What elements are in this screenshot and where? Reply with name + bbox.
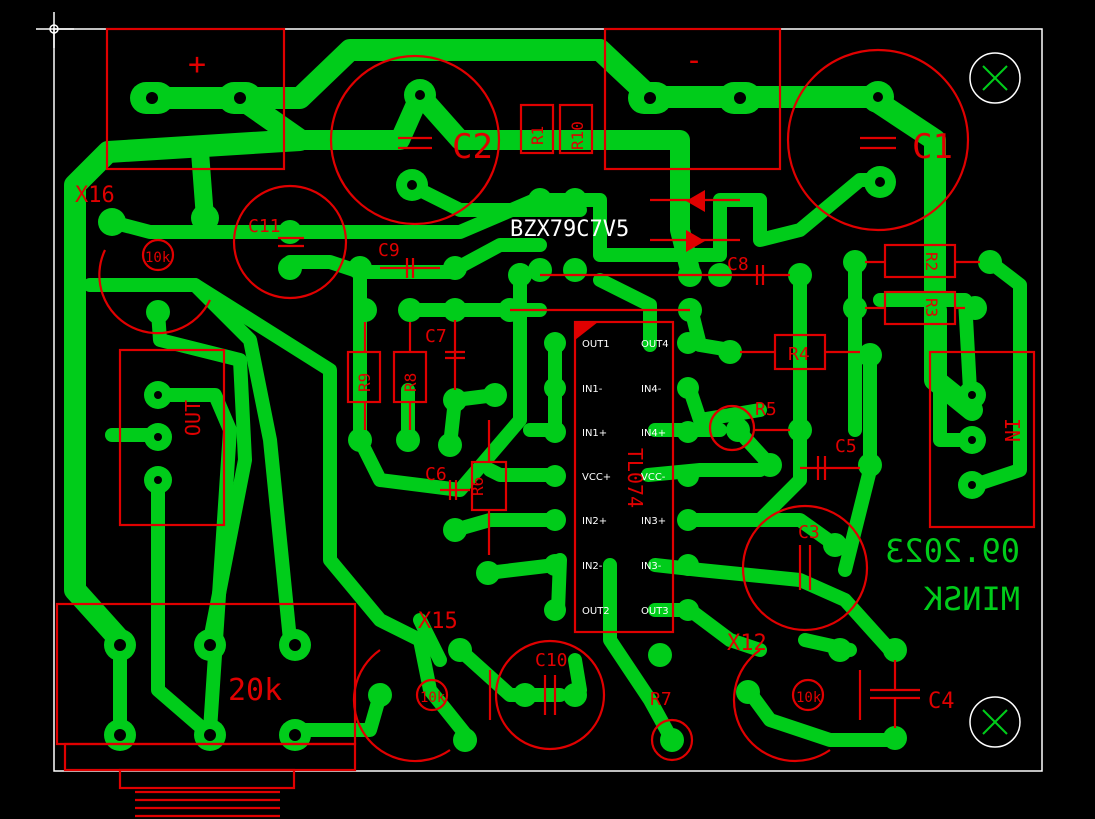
label-r9: R9 — [355, 373, 374, 392]
label-c9: C9 — [378, 240, 400, 261]
label-in: IN — [1000, 418, 1024, 442]
c1-outline — [786, 48, 970, 232]
label-x12: X12 — [727, 631, 767, 656]
pin-label-right-1: OUT4 — [641, 339, 669, 350]
label-r2: R2 — [922, 252, 941, 271]
pin-label-left-5: IN2+ — [582, 516, 607, 527]
label-c3: C3 — [798, 522, 820, 543]
label-c10: C10 — [535, 650, 568, 671]
label-c8: C8 — [727, 254, 749, 275]
label-out: OUT — [181, 400, 205, 436]
pin-label-right-5: IN3+ — [641, 516, 666, 527]
mounting-hole-top-cross — [982, 65, 1008, 91]
mounting-hole-bottom-cross — [982, 709, 1008, 735]
pin-label-right-6: IN3- — [641, 561, 662, 572]
pin-label-left-1: OUT1 — [582, 339, 610, 350]
label-plus: + — [188, 47, 206, 82]
pin-label-right-3: IN4+ — [641, 428, 666, 439]
label-r3: R3 — [922, 298, 941, 317]
label-r8: R8 — [401, 373, 420, 392]
label-c1: C1 — [912, 127, 953, 167]
mounting-hole-bottom-icon — [969, 696, 1021, 748]
silkscreen — [55, 27, 1036, 818]
label-r1: R1 — [528, 126, 547, 145]
label-r4: R4 — [788, 344, 810, 365]
label-c5: C5 — [835, 436, 857, 457]
label-c11: C11 — [248, 216, 281, 237]
pin-label-left-6: IN2- — [582, 561, 603, 572]
pin-label-right-7: OUT3 — [641, 606, 669, 617]
connector-in-outline — [928, 350, 1036, 529]
connector-plus-outline — [105, 27, 286, 171]
label-x16-value: 10k — [145, 250, 171, 266]
label-r5: R5 — [755, 399, 777, 420]
label-r7: R7 — [650, 689, 672, 710]
pin-label-left-7: OUT2 — [582, 606, 610, 617]
label-pot-value: 20k — [228, 673, 282, 708]
pin-label-left-3: IN1+ — [582, 428, 607, 439]
chip-name: TL074 — [623, 448, 647, 508]
origin-crosshair — [36, 12, 74, 48]
label-x16: X16 — [75, 183, 115, 208]
chip-outline — [573, 320, 675, 634]
label-x12-value: 10k — [796, 690, 822, 706]
label-zener: BZX79C7V5 — [510, 217, 629, 242]
mounting-hole-top-icon — [969, 52, 1021, 104]
c2-outline — [329, 54, 501, 226]
pin-label-right-2: IN4- — [641, 384, 662, 395]
label-c4: C4 — [928, 689, 955, 714]
labels: + - C2 C1 R1 R10 BZX79C7V5 X16 10k C11 C… — [75, 43, 1024, 714]
chip-pin-labels: OUT1 IN1- IN1+ VCC+ IN2+ IN2- OUT2 OUT4 … — [582, 339, 669, 617]
label-c6: C6 — [425, 464, 447, 485]
pin-label-left-2: IN1- — [582, 384, 603, 395]
label-r6: R6 — [468, 477, 487, 496]
connector-minus-outline — [603, 27, 782, 171]
pin-label-right-4: VCC- — [641, 472, 666, 483]
label-minus: - — [685, 43, 703, 78]
label-city: MINSK — [923, 580, 1020, 618]
label-c2: C2 — [452, 127, 493, 167]
label-c7: C7 — [425, 326, 447, 347]
label-r10: R10 — [568, 121, 587, 150]
pin-label-left-4: VCC+ — [582, 472, 611, 483]
label-date: 09.2023 — [885, 532, 1020, 570]
label-x15: X15 — [418, 609, 458, 634]
board-outline — [53, 28, 1043, 772]
connector-out-outline — [118, 348, 226, 527]
label-x15-value: 10k — [420, 690, 446, 706]
